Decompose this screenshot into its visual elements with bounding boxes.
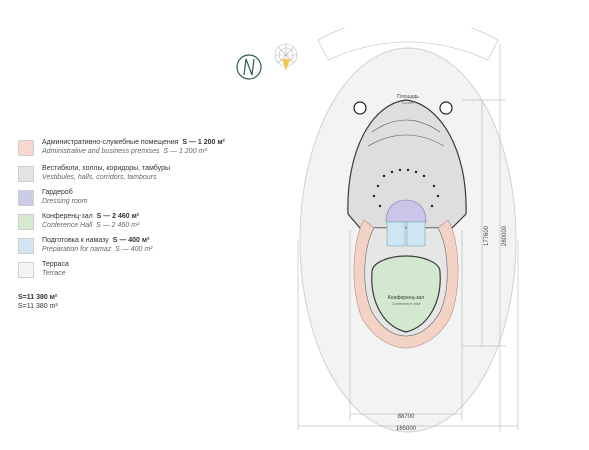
legend-en-area: S — 1 200 m² [163,148,207,155]
legend-ru: Гардероб [42,189,73,196]
legend-swatch-namaz [18,238,34,254]
square-label-ru: Площадь [397,94,419,100]
dim-height-inner: 177600 [484,225,490,246]
dimension-lines [297,44,519,432]
floor-plan: Площадь Square Конференц-зал Conference … [297,28,519,433]
legend-ru: Терраса [42,261,69,268]
legend-en: Preparation for namaz [42,246,112,253]
seating-dots [372,168,440,208]
legend-en: Administrative and business premises [42,148,160,155]
legend-ru-area: S — 400 м² [112,237,150,244]
logo-emblem-icon [274,43,298,71]
namaz-room-right [406,221,426,247]
legend-en-area: S — 400 m² [115,246,153,253]
legend-en: Conference Hall [42,222,93,229]
legend-en: Vestibules, halls, corridors, tambours [42,174,157,181]
namaz-room-left [386,221,406,247]
dressing-room [385,199,427,223]
legend-swatch-conference [18,214,34,230]
legend-en: Dressing room [42,198,88,205]
total-area-ru: S=11 380 м² [18,294,58,301]
dim-width-inner: 88700 [398,414,415,420]
dim-width-outer: 165000 [396,426,417,432]
dim-height-outer: 280000 [502,225,508,246]
total-area-en: S=11 380 m² [18,303,58,310]
lobby-area [347,99,467,229]
legend-swatch-terrace [18,262,34,278]
north-arrow-icon [236,54,262,80]
legend-swatch-vestibules [18,166,34,182]
legend-ru-area: S — 2 460 м² [96,213,140,220]
hall-label-ru: Конференц-зал [388,295,424,301]
legend-en-area: S — 2 460 m² [96,222,140,229]
conference-hall [371,255,441,333]
top-canopy [317,28,499,61]
lobby-arc-lines [367,119,445,147]
legend-en: Terrace [42,270,66,277]
total-area: S=11 380 м² S=11 380 m² [18,293,58,311]
legend-ru: Конференц-зал [42,213,93,220]
legend-ru: Административно-служебные помещения [42,139,179,146]
square-label-en: Square [402,100,416,105]
legend-swatch-admin [18,140,34,156]
legend-swatch-dressing [18,190,34,206]
legend-ru-area: S — 1 200 м² [182,139,225,146]
legend-ru: Подготовка к намазу [42,237,109,244]
hall-label-en: Conference Hall [392,301,421,306]
legend-ru: Вестибюли, холлы, коридоры, тамбуры [42,165,171,172]
